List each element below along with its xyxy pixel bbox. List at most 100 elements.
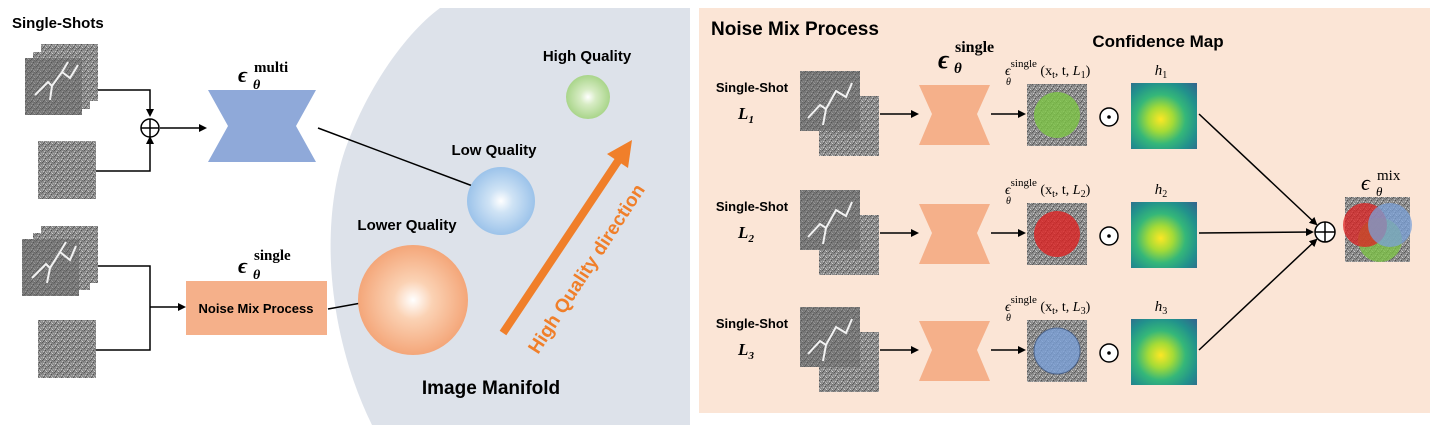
single-shots-stack-bottom: [22, 226, 98, 296]
confidence-map: [1131, 202, 1197, 268]
formula-L-sub: 1: [1081, 70, 1086, 81]
manifold-title: Image Manifold: [422, 378, 560, 399]
formula-theta: θ: [1006, 77, 1011, 88]
formula-eps: ϵ: [1005, 300, 1012, 315]
formula-L: L: [1072, 64, 1081, 79]
formula-eps: ϵ: [1005, 64, 1012, 79]
single-shots-label: Single-Shots: [12, 15, 104, 32]
concat-lines-top: [96, 89, 207, 172]
formula-sup: single: [1011, 294, 1037, 306]
quality-direction-arrow: [499, 140, 632, 336]
low-quality-blob: [467, 167, 535, 235]
eps-symbol: ϵ: [238, 62, 248, 87]
eps-multi-label: ϵ multi θ: [238, 60, 288, 93]
noise-prediction-region: [1033, 327, 1081, 375]
noise-prediction-formula: ϵsingle (xt, t, L2): [1005, 177, 1091, 200]
confidence-map-title: Confidence Map: [1092, 32, 1223, 51]
vessel-lines: [807, 201, 853, 245]
formula-close: ): [1086, 64, 1091, 79]
formula-L-sub: 2: [1081, 189, 1086, 200]
eps-mix-label: ϵ mix θ: [1361, 168, 1401, 199]
formula-xt-sub: t: [1052, 189, 1055, 200]
theta-sub: θ: [253, 268, 261, 283]
noise-image-top: [38, 141, 96, 199]
multi-shot-model-shape: [208, 90, 316, 162]
noise-image-bottom: [38, 320, 96, 378]
confidence-map: [1131, 319, 1197, 385]
lower-quality-label: Lower Quality: [357, 217, 457, 234]
shot-index-sub: 3: [747, 350, 754, 362]
mix-output: ϵ mix θ: [1314, 168, 1412, 262]
single-shot-label: Single-Shot: [716, 316, 789, 331]
formula-sup: single: [1011, 177, 1037, 189]
shot-index-sub: 1: [748, 114, 754, 126]
eps-single-label-left: ϵ single θ: [238, 248, 291, 283]
noise-prediction-region: [1034, 211, 1080, 257]
eps-multi-sup: multi: [254, 60, 288, 76]
lower-quality-blob: [358, 245, 468, 355]
theta-sub: θ: [1376, 184, 1383, 199]
formula-mid: , t,: [1055, 64, 1073, 79]
theta-sub: θ: [253, 78, 261, 93]
formula-args: (x: [1037, 183, 1052, 198]
formula-mid: , t,: [1055, 183, 1073, 198]
confidence-map-sub: 3: [1162, 306, 1167, 317]
formula-close: ): [1086, 183, 1091, 198]
confidence-map: [1131, 83, 1197, 149]
eps-single-label-panel: ϵ single θ: [938, 39, 994, 77]
combine-lines-bottom: [96, 265, 186, 351]
elementwise-product-dot: [1107, 351, 1111, 355]
formula-L: L: [1072, 300, 1081, 315]
eps-symbol: ϵ: [238, 253, 248, 278]
eps-symbol: ϵ: [938, 45, 950, 74]
arrow-to-mix: [1198, 228, 1314, 237]
formula-theta: θ: [1006, 313, 1011, 324]
vessel-lines: [807, 318, 853, 362]
eps-mix-sup: mix: [1377, 168, 1401, 184]
high-quality-label: High Quality: [543, 48, 632, 65]
formula-sup: single: [1011, 58, 1037, 70]
arrow-to-mix: [1198, 238, 1318, 351]
eps-symbol: ϵ: [1361, 170, 1371, 195]
single-shot-label: Single-Shot: [716, 199, 789, 214]
formula-mid: , t,: [1055, 300, 1073, 315]
single-shots-stack-top: [25, 44, 98, 115]
eps-single-sup: single: [955, 39, 994, 56]
theta-sub: θ: [954, 61, 962, 77]
formula-theta: θ: [1006, 196, 1011, 207]
vessel-lines: [807, 82, 853, 126]
eps-single-sup: single: [254, 248, 291, 264]
noise-mix-box-label: Noise Mix Process: [199, 301, 314, 316]
formula-args: (x: [1037, 300, 1052, 315]
formula-L: L: [1072, 183, 1081, 198]
noise-prediction-formula: ϵsingle (xt, t, L1): [1005, 58, 1091, 81]
single-shot-model-shape: [919, 204, 990, 264]
single-shot-model-shape: [919, 321, 990, 381]
formula-L-sub: 3: [1081, 306, 1086, 317]
single-shot-model-shape: [919, 85, 990, 145]
formula-eps: ϵ: [1005, 183, 1012, 198]
shot-index-sub: 2: [747, 233, 754, 245]
formula-xt-sub: t: [1052, 306, 1055, 317]
low-quality-label: Low Quality: [451, 142, 537, 159]
concat-symbol: [140, 118, 160, 138]
confidence-map-sub: 1: [1162, 70, 1167, 81]
high-quality-blob: [566, 75, 610, 119]
formula-xt-sub: t: [1052, 70, 1055, 81]
formula-close: ): [1086, 300, 1091, 315]
confidence-map-sub: 2: [1162, 189, 1167, 200]
elementwise-product-dot: [1107, 234, 1111, 238]
noise-prediction-formula: ϵsingle (xt, t, L3): [1005, 294, 1091, 317]
elementwise-product-dot: [1107, 115, 1111, 119]
panel-title: Noise Mix Process: [711, 19, 879, 40]
noise-prediction-region: [1034, 92, 1080, 138]
single-shot-label: Single-Shot: [716, 80, 789, 95]
arrow-to-mix: [1198, 113, 1318, 226]
noise-mix-process-box: Noise Mix Process: [186, 281, 327, 335]
arrow-multi-to-low-quality: [317, 127, 480, 190]
